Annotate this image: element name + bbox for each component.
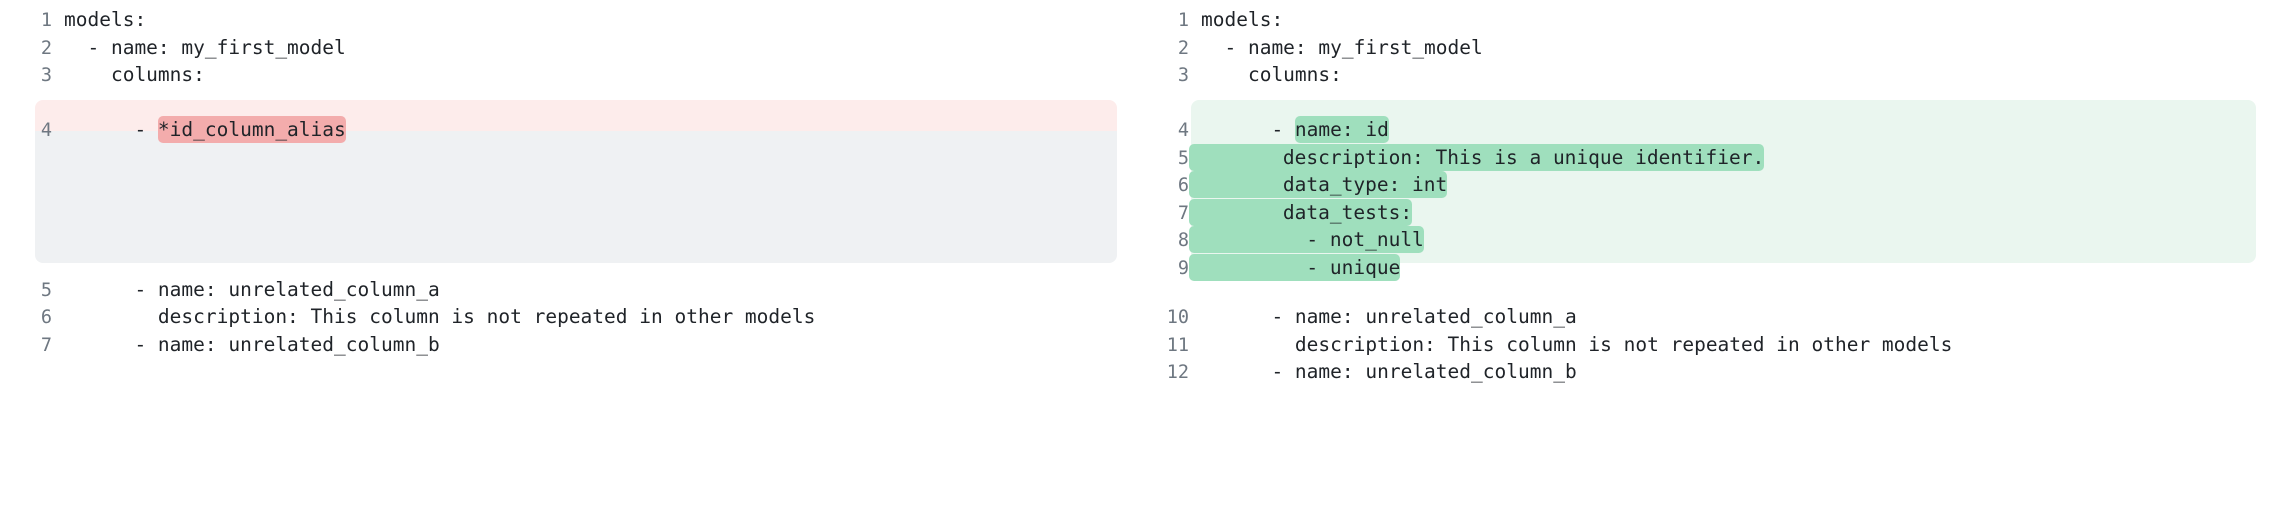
line-gap <box>1157 89 2260 117</box>
line-content: - *id_column_alias <box>52 116 1121 144</box>
line-number: 2 <box>1177 37 1189 59</box>
line-content: - name: id <box>1189 116 2260 144</box>
added-word-highlight: - unique <box>1189 253 1401 281</box>
line-number: 1 <box>1177 10 1189 31</box>
code-line[interactable]: 3 columns: <box>1157 61 2260 89</box>
spacer-row <box>22 199 1121 227</box>
line-content: columns: <box>1201 63 1342 86</box>
diff-pane-after: 1 models: 2 - name: my_first_model 3 col… <box>1139 0 2278 528</box>
code-line[interactable]: 10 - name: unrelated_column_a <box>1157 303 2260 331</box>
line-content: columns: <box>64 63 205 86</box>
code-line-added[interactable]: 7 data_tests: <box>1157 198 2260 227</box>
line-content: - name: unrelated_column_b <box>64 332 440 356</box>
line-number: 6 <box>1177 175 1189 196</box>
code-line-added[interactable]: 4 - name: id <box>1157 116 2260 144</box>
line-content: - name: unrelated_column_a <box>1201 305 1577 328</box>
line-number: 8 <box>1177 230 1189 251</box>
line-content: data_tests: <box>1189 198 2260 227</box>
code-lines-after: 1 models: 2 - name: my_first_model 3 col… <box>1157 0 2260 386</box>
line-content: - name: my_first_model <box>64 35 346 59</box>
line-number: 6 <box>40 307 52 328</box>
line-content: description: This column is not repeated… <box>1201 332 1953 356</box>
line-content: - unique <box>1189 253 2260 282</box>
spacer-row <box>22 254 1121 276</box>
line-number: 1 <box>40 10 52 31</box>
code-line-deleted[interactable]: 4 - *id_column_alias <box>22 116 1121 144</box>
code-line[interactable]: 3 columns: <box>22 61 1121 89</box>
line-number: 11 <box>1166 334 1189 356</box>
diff-pane-before: 1 models: 2 - name: my_first_model 3 col… <box>22 0 1121 358</box>
code-line-added[interactable]: 8 - not_null <box>1157 226 2260 254</box>
deleted-word-highlight: *id_column_alias <box>157 116 346 143</box>
line-number: 2 <box>40 37 52 59</box>
line-number: 7 <box>40 334 52 356</box>
line-content: models: <box>64 8 147 31</box>
code-line-added[interactable]: 6 data_type: int <box>1157 171 2260 199</box>
line-number: 10 <box>1166 307 1189 328</box>
code-lines-before: 1 models: 2 - name: my_first_model 3 col… <box>22 0 1121 358</box>
added-word-highlight: data_type: int <box>1189 171 1448 198</box>
code-line[interactable]: 6 description: This column is not repeat… <box>22 303 1121 331</box>
spacer-row <box>22 144 1121 172</box>
line-content: data_type: int <box>1189 171 2260 199</box>
code-line-added[interactable]: 9 - unique <box>1157 253 2260 282</box>
added-word-highlight: description: This is a unique identifier… <box>1189 143 1765 171</box>
code-line[interactable]: 2 - name: my_first_model <box>22 34 1121 62</box>
line-number: 5 <box>40 279 52 301</box>
line-indent: - <box>1201 118 1295 141</box>
line-number: 5 <box>1177 147 1189 169</box>
line-content: - name: my_first_model <box>1201 35 1483 59</box>
line-content: description: This column is not repeated… <box>64 305 816 328</box>
line-number: 4 <box>40 120 52 141</box>
line-number: 9 <box>1177 257 1189 279</box>
code-line[interactable]: 12 - name: unrelated_column_b <box>1157 358 2260 386</box>
line-number: 3 <box>40 65 52 86</box>
added-word-highlight: - not_null <box>1189 226 1424 253</box>
line-content: description: This is a unique identifier… <box>1189 143 2260 172</box>
line-indent: - <box>64 118 158 141</box>
line-number: 7 <box>1177 202 1189 224</box>
code-line[interactable]: 11 description: This column is not repea… <box>1157 331 2260 359</box>
code-line-added[interactable]: 5 description: This is a unique identifi… <box>1157 143 2260 172</box>
code-line[interactable]: 2 - name: my_first_model <box>1157 34 2260 62</box>
line-gap <box>1157 281 2260 303</box>
line-content: - not_null <box>1189 226 2260 254</box>
line-number: 12 <box>1166 362 1189 383</box>
added-word-highlight: data_tests: <box>1189 198 1413 226</box>
line-content: - name: unrelated_column_b <box>1201 360 1577 383</box>
added-word-highlight: name: id <box>1294 116 1389 143</box>
line-gap <box>22 89 1121 117</box>
line-content: - name: unrelated_column_a <box>64 277 440 301</box>
line-number: 3 <box>1177 65 1189 86</box>
code-line[interactable]: 7 - name: unrelated_column_b <box>22 331 1121 359</box>
line-number: 4 <box>1177 120 1189 141</box>
code-line[interactable]: 1 models: <box>22 6 1121 34</box>
line-content: models: <box>1201 8 1284 31</box>
code-line[interactable]: 5 - name: unrelated_column_a <box>22 276 1121 304</box>
spacer-row <box>22 171 1121 199</box>
spacer-row <box>22 226 1121 254</box>
code-line[interactable]: 1 models: <box>1157 6 2260 34</box>
